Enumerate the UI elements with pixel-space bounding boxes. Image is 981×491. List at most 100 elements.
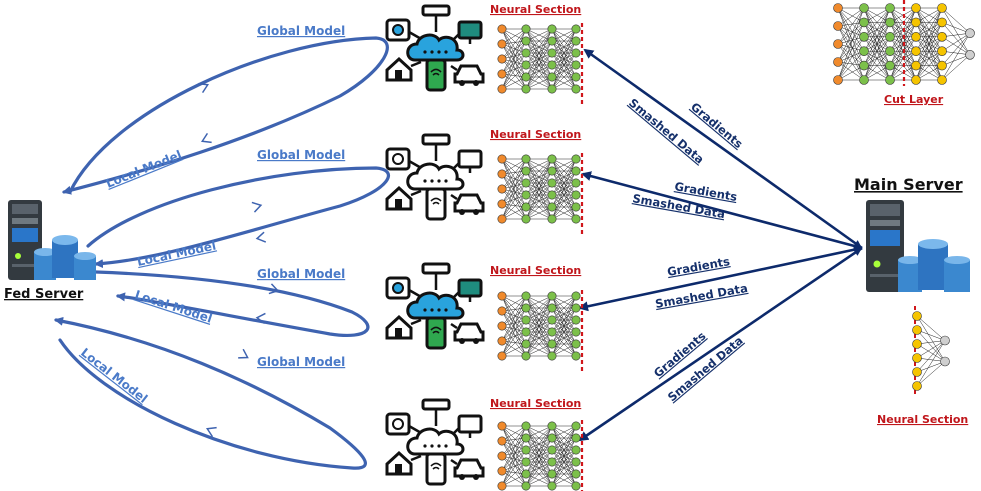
neuron-node xyxy=(547,351,557,361)
neuron-node xyxy=(547,154,557,164)
neuron-node xyxy=(571,351,581,361)
client-3: Neural Section xyxy=(385,262,584,374)
neuron-node xyxy=(571,445,581,455)
neuron-node xyxy=(521,166,531,176)
neuron-node xyxy=(885,17,895,28)
neuron-node xyxy=(937,75,947,85)
direction-chevron xyxy=(200,132,212,144)
client-4: Neural Section xyxy=(385,397,584,491)
neuron-node xyxy=(940,356,950,367)
neuron-node xyxy=(521,469,531,479)
neuron-node xyxy=(547,36,557,46)
fed-server: Fed Server xyxy=(4,200,96,302)
neuron-node xyxy=(547,445,557,455)
neuron-node xyxy=(547,339,557,349)
neuron-node xyxy=(521,339,531,349)
neuron-node xyxy=(937,3,947,13)
iot-cloud-icon xyxy=(385,4,485,92)
iot-cloud-icon xyxy=(385,262,485,350)
neuron-node xyxy=(521,303,531,313)
neuron-node xyxy=(497,214,507,224)
neuron-node xyxy=(521,457,531,467)
cut-layer-network xyxy=(833,0,975,86)
neuron-node xyxy=(547,327,557,337)
neuron-node xyxy=(571,202,581,212)
neuron-node xyxy=(885,3,895,13)
client-neural-section-label: Neural Section xyxy=(490,397,581,410)
neuron-node xyxy=(911,3,921,13)
neuron-node xyxy=(547,214,557,224)
neuron-node xyxy=(571,178,581,188)
client-neural-section-label: Neural Section xyxy=(490,128,581,141)
global-model-label: Global Model xyxy=(257,355,345,369)
neuron-node xyxy=(521,202,531,212)
neuron-node xyxy=(547,190,557,200)
neuron-node xyxy=(571,166,581,176)
neuron-node xyxy=(571,214,581,224)
model-exchange-loops xyxy=(54,36,390,470)
server-neural-section-network xyxy=(912,306,950,394)
neuron-node xyxy=(521,60,531,70)
local-model-label: Local Model xyxy=(133,288,214,326)
local-model-label: Local Model xyxy=(104,148,184,191)
neuron-node xyxy=(497,351,507,361)
neuron-node xyxy=(497,199,507,209)
neuron-node xyxy=(547,60,557,70)
neuron-node xyxy=(521,421,531,431)
fed-server-label: Fed Server xyxy=(4,287,84,302)
server-tower-icon xyxy=(866,200,904,292)
neuron-node xyxy=(521,351,531,361)
neuron-node xyxy=(571,339,581,349)
neuron-node xyxy=(497,154,507,164)
server-link-arrow xyxy=(583,48,863,250)
model-loop xyxy=(54,316,367,470)
client-neural-network xyxy=(497,23,584,107)
neuron-node xyxy=(859,75,869,85)
neuron-node xyxy=(521,291,531,301)
neuron-node xyxy=(859,17,869,28)
neuron-node xyxy=(547,84,557,94)
neuron-node xyxy=(965,49,975,60)
client-neural-section-label: Neural Section xyxy=(490,264,581,277)
neuron-node xyxy=(497,291,507,301)
neuron-node xyxy=(859,31,869,42)
neuron-node xyxy=(885,46,895,57)
neuron-node xyxy=(497,24,507,34)
neuron-node xyxy=(521,327,531,337)
global-model-label: Global Model xyxy=(257,148,345,162)
neuron-node xyxy=(547,421,557,431)
direction-chevron xyxy=(268,283,280,295)
neuron-node xyxy=(912,339,922,349)
direction-chevron xyxy=(255,312,266,325)
server-link-arrow xyxy=(578,246,863,312)
neuron-node xyxy=(571,469,581,479)
neuron-node xyxy=(833,39,843,49)
model-loop xyxy=(86,166,390,269)
neuron-node xyxy=(497,336,507,346)
neuron-node xyxy=(937,60,947,71)
direction-chevron xyxy=(238,348,249,359)
neuron-node xyxy=(571,190,581,200)
client-1: Neural Section xyxy=(385,3,584,107)
neuron-node xyxy=(912,325,922,335)
neuron-node xyxy=(940,335,950,346)
direction-chevron xyxy=(205,426,217,438)
neuron-node xyxy=(521,24,531,34)
local-model-label: Local Model xyxy=(136,239,218,269)
neuron-node xyxy=(571,60,581,70)
server-neural-section-label: Neural Section xyxy=(877,413,968,426)
neuron-node xyxy=(547,481,557,491)
main-server-label: Main Server xyxy=(854,175,963,194)
server-link-arrow xyxy=(581,171,863,250)
neuron-node xyxy=(521,48,531,58)
neuron-node xyxy=(571,24,581,34)
neuron-node xyxy=(911,31,921,42)
neuron-node xyxy=(497,321,507,331)
neuron-node xyxy=(937,31,947,42)
neuron-node xyxy=(547,315,557,325)
neuron-node xyxy=(912,311,922,321)
main-server: Main Server xyxy=(854,175,970,292)
neuron-node xyxy=(497,54,507,64)
neuron-node xyxy=(859,3,869,13)
